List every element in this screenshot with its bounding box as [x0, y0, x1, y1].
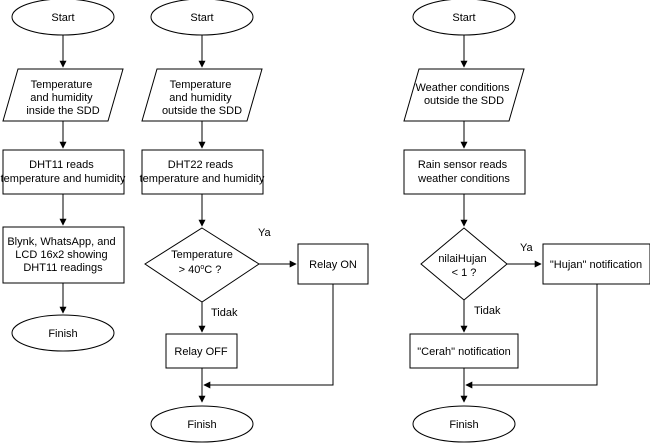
relay-on-process — [297, 243, 369, 285]
finish-terminal-2 — [150, 405, 254, 443]
read-label-3: Rain sensor reads weather conditions — [417, 159, 510, 185]
relay-off-process — [165, 333, 238, 369]
finish-label-3: Finish — [449, 419, 478, 431]
start-label-1: Start — [51, 12, 74, 24]
input-label-2: Temperature and humidity outside the SDD — [162, 79, 242, 117]
decision-node-3 — [420, 227, 508, 301]
decision-node-2 — [144, 227, 260, 303]
flowchart-1: Start Temperature and humidity inside th… — [1, 0, 126, 352]
output-label-1: Blynk, WhatsApp, and LCD 16x2 showing DH… — [7, 236, 118, 274]
relay-off-label: Relay OFF — [174, 346, 227, 358]
yes-label-2: Ya — [258, 227, 272, 239]
relay-on-label: Relay ON — [309, 259, 357, 271]
hujan-notification-label: "Hujan" notification — [550, 259, 642, 271]
read-label-2: DHT22 reads temperature and humidity — [140, 159, 265, 185]
flowchart-2: Start Temperature and humidity outside t… — [140, 0, 369, 443]
input-label-1: Temperature and humidity inside the SDD — [26, 79, 99, 117]
no-label-2: Tidak — [211, 307, 238, 319]
read-process-3 — [403, 149, 526, 195]
finish-label-1: Finish — [48, 328, 77, 340]
decision-label-line1-2: Temperature — [171, 249, 233, 261]
decision-label-line2-2: > 40oC ? — [179, 264, 222, 276]
yes-label-3: Ya — [520, 242, 534, 254]
start-terminal-2 — [150, 0, 254, 36]
start-label-2: Start — [190, 12, 213, 24]
edge-relay-on-to-finish-2 — [203, 284, 334, 389]
finish-label-2: Finish — [187, 419, 216, 431]
read-process-2 — [141, 149, 264, 195]
flowchart-3: Start Weather conditions outside the SDD… — [403, 0, 650, 443]
input-node-1 — [2, 68, 124, 122]
read-process-1 — [2, 149, 125, 195]
finish-terminal-3 — [412, 405, 516, 443]
start-label-3: Start — [452, 12, 475, 24]
edge-hujan-to-finish-3 — [465, 284, 598, 389]
input-node-2 — [141, 68, 263, 122]
output-process-1 — [2, 226, 125, 284]
read-label-1: DHT11 reads temperature and humidity — [1, 159, 126, 185]
no-label-3: Tidak — [474, 305, 501, 317]
start-terminal-1 — [11, 0, 115, 36]
start-terminal-3 — [412, 0, 516, 36]
cerah-notification-label: "Cerah" notification — [417, 346, 510, 358]
finish-terminal-1 — [11, 314, 115, 352]
cerah-notification-process — [409, 333, 519, 369]
decision-label-3: nilaiHujan < 1 ? — [438, 253, 489, 279]
input-node-3 — [403, 68, 525, 122]
input-label-3: Weather conditions outside the SDD — [415, 82, 512, 107]
hujan-notification-process — [542, 243, 650, 285]
